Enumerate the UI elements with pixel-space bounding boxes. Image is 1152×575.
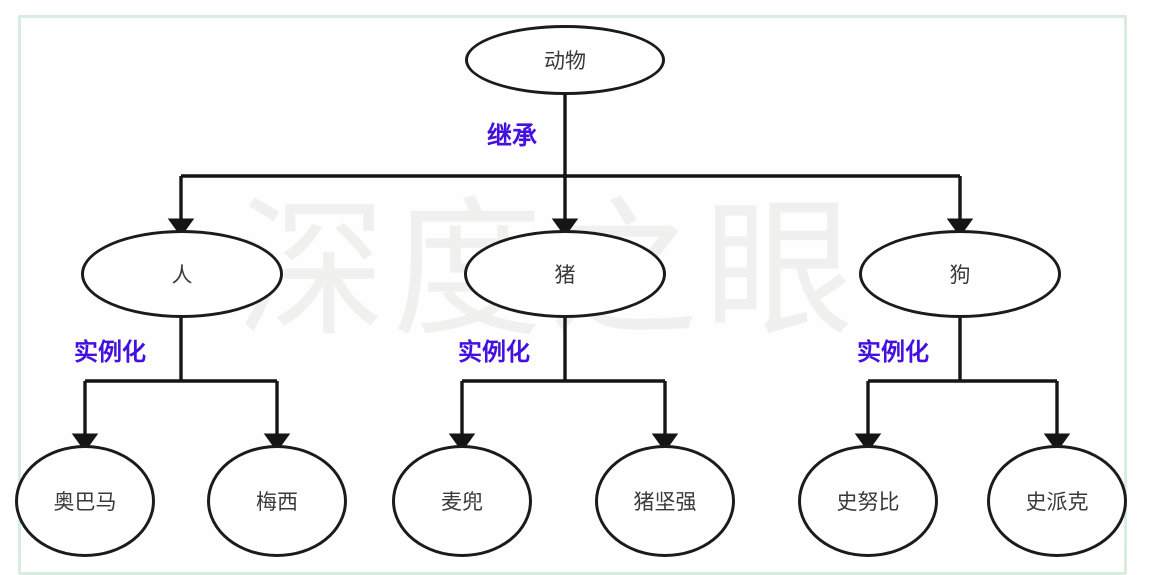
node-spike[interactable]: 史派克 — [987, 445, 1127, 557]
diagram-canvas: 深度之眼 — [15, 15, 1127, 575]
edge-label-instantiation-pig: 实例化 — [458, 338, 530, 366]
node-snoopy-label: 史努比 — [836, 490, 900, 514]
connector-layer — [71, 95, 1071, 452]
node-spike-label: 史派克 — [1025, 490, 1089, 514]
node-dog[interactable]: 狗 — [859, 230, 1061, 318]
edge-label-instantiation-person: 实例化 — [74, 338, 146, 366]
node-messi-label: 梅西 — [256, 490, 298, 514]
node-obama-label: 奥巴马 — [53, 490, 117, 514]
node-pig[interactable]: 猪 — [464, 230, 666, 318]
node-snoopy[interactable]: 史努比 — [798, 445, 938, 557]
node-person[interactable]: 人 — [81, 230, 283, 318]
node-animal-label: 动物 — [544, 49, 586, 73]
node-animal[interactable]: 动物 — [465, 25, 665, 95]
node-zhujianqiang[interactable]: 猪坚强 — [595, 445, 735, 557]
node-pig-label: 猪 — [554, 263, 576, 287]
node-dog-label: 狗 — [949, 263, 971, 287]
node-person-label: 人 — [171, 263, 193, 287]
node-mcdull[interactable]: 麦兜 — [392, 445, 532, 557]
node-zhujianqiang-label: 猪坚强 — [633, 490, 697, 514]
node-obama[interactable]: 奥巴马 — [15, 445, 155, 557]
node-messi[interactable]: 梅西 — [207, 445, 347, 557]
edge-label-instantiation-dog: 实例化 — [857, 338, 929, 366]
node-mcdull-label: 麦兜 — [441, 490, 483, 514]
edge-label-inheritance: 继承 — [487, 121, 538, 150]
